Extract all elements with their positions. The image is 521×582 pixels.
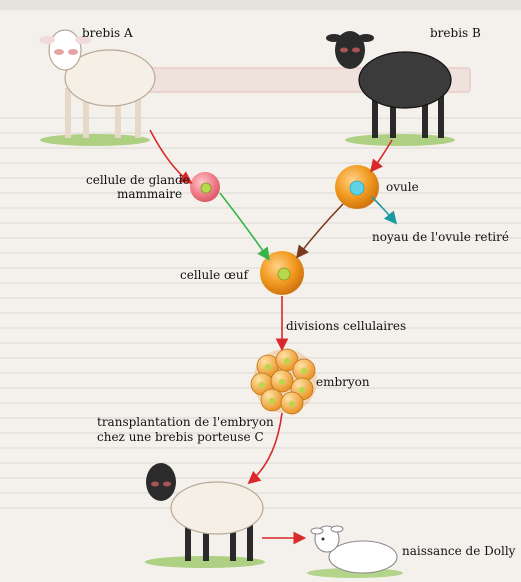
label-egg-cell: cellule œuf	[180, 268, 250, 282]
label-mammary-cell-line2: mammaire	[117, 187, 182, 201]
label-embryo: embryon	[316, 375, 370, 389]
label-ewe-b: brebis B	[430, 26, 481, 40]
white-sheep-icon	[39, 30, 155, 146]
label-transplant-line2: chez une brebis porteuse C	[97, 430, 264, 444]
label-nucleus-removed: noyau de l'ovule retiré	[372, 230, 509, 244]
label-birth: naissance de Dolly	[402, 544, 516, 558]
label-cell-divisions: divisions cellulaires	[286, 319, 406, 333]
embryo-cluster	[251, 349, 317, 414]
label-transplant-line1: transplantation de l'embryon	[97, 415, 274, 429]
black-faced-sheep-icon	[145, 463, 265, 568]
label-ovum: ovule	[386, 180, 419, 194]
mammary-cell	[190, 172, 220, 202]
egg-cell	[260, 251, 304, 295]
label-mammary-cell-line1: cellule de glande	[86, 173, 190, 187]
lamb-icon	[307, 526, 403, 578]
ovum	[335, 165, 379, 209]
label-ewe-a: brebis A	[82, 26, 133, 40]
